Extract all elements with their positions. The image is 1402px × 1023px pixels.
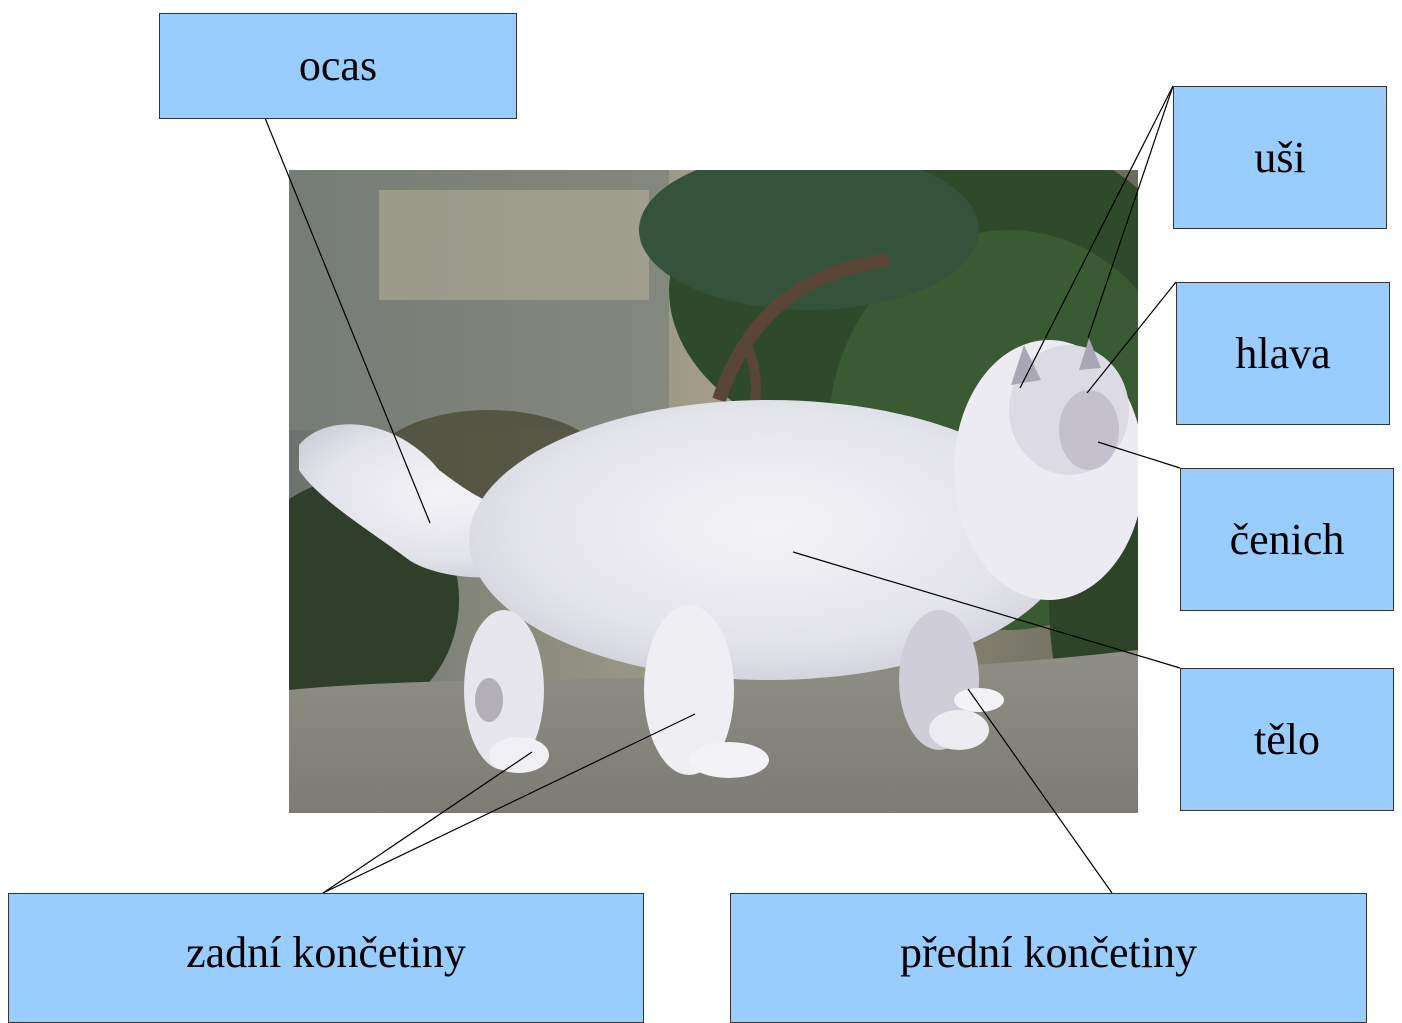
label-ocas: ocas: [159, 13, 517, 119]
label-telo: tělo: [1180, 668, 1394, 811]
label-predni-koncetiny: přední končetiny: [730, 893, 1367, 1023]
cat-photo: [289, 170, 1138, 813]
label-usi: uši: [1173, 86, 1387, 229]
label-zadni-koncetiny: zadní končetiny: [8, 893, 644, 1023]
label-hlava: hlava: [1176, 282, 1390, 425]
label-cenich: čenich: [1180, 468, 1394, 611]
